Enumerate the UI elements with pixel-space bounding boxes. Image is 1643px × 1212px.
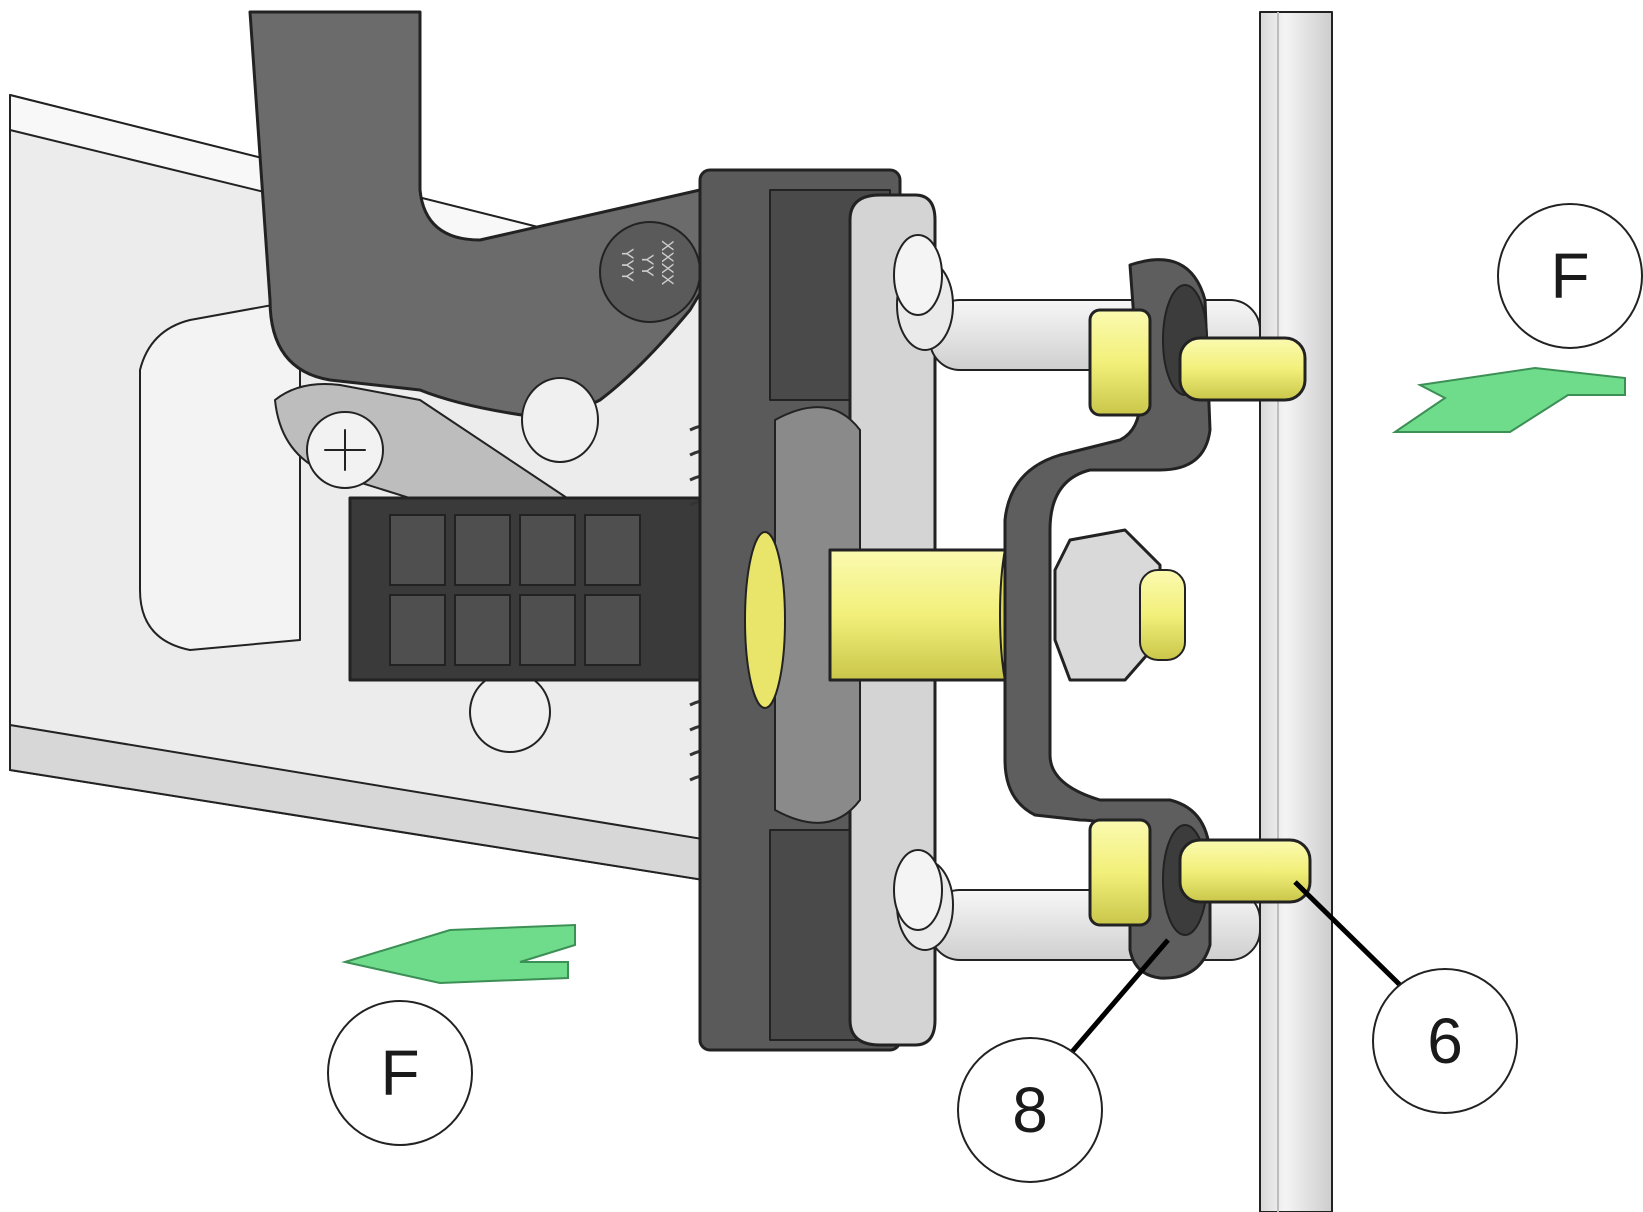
svg-text:F: F [380, 1037, 419, 1109]
arrow-top-right [1391, 366, 1626, 433]
svg-text:6: 6 [1427, 1005, 1463, 1077]
callout-f-bottom-left: F [327, 1000, 473, 1146]
arrow-bottom-left [341, 923, 576, 985]
callout-8: 8 [957, 1037, 1103, 1183]
callout-f-top-right: F [1497, 203, 1643, 349]
svg-text:8: 8 [1012, 1074, 1048, 1146]
svg-text:YYY: YYY [618, 248, 637, 282]
plate-bolt-top [893, 234, 943, 316]
callout-6: 6 [1372, 968, 1518, 1114]
dark-arm: XXXX YY YYY [248, 10, 722, 422]
center-nut [1053, 528, 1186, 682]
leader-line-6 [1293, 880, 1402, 987]
plate-bolt-bottom [893, 849, 943, 931]
svg-text:F: F [1550, 240, 1589, 312]
lower-nut-bolt [1088, 818, 1312, 927]
lower-bolt-head [469, 671, 551, 753]
svg-text:XXXX: XXXX [658, 240, 677, 285]
upper-nut-bolt [1088, 308, 1307, 417]
ribbed-block [348, 496, 702, 682]
upper-bolt-head [521, 377, 599, 463]
svg-text:YY: YY [638, 254, 657, 277]
leader-line-8 [1063, 938, 1170, 1062]
vertical-post [1259, 11, 1333, 1212]
stamp-text: XXXX YY YYY [618, 240, 677, 285]
